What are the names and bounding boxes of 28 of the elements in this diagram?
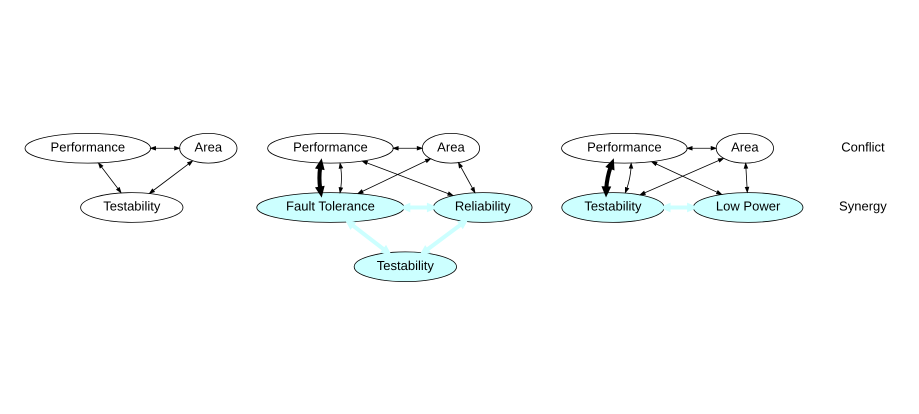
node-ellipse: Performance [267,132,394,164]
node-ellipse: Testability [561,192,665,222]
arrow [315,158,325,198]
arrow [639,157,725,195]
node-ellipse: Area [179,132,238,164]
arrow [356,158,432,194]
arrow [338,162,344,194]
arrow [361,160,454,196]
node-ellipse: Low Power [692,192,804,222]
arrow [392,145,424,150]
arrow [458,161,476,194]
node-ellipse: Testability [354,250,457,282]
legend-label: Synergy [839,198,887,214]
node-ellipse: Fault Tolerance [256,192,405,222]
arrow [149,145,181,150]
arrow [686,145,718,150]
arrow [601,158,614,198]
arrow [744,162,750,193]
arrow [419,218,469,256]
arrow [650,160,723,194]
arrow [624,162,634,194]
node-ellipse: Testability [80,192,184,222]
arrow [98,162,122,193]
arrow [148,160,194,194]
node-ellipse: Performance [24,132,152,164]
legend-label: Conflict [841,138,885,154]
arrow [344,218,392,256]
node-ellipse: Performance [561,132,688,164]
